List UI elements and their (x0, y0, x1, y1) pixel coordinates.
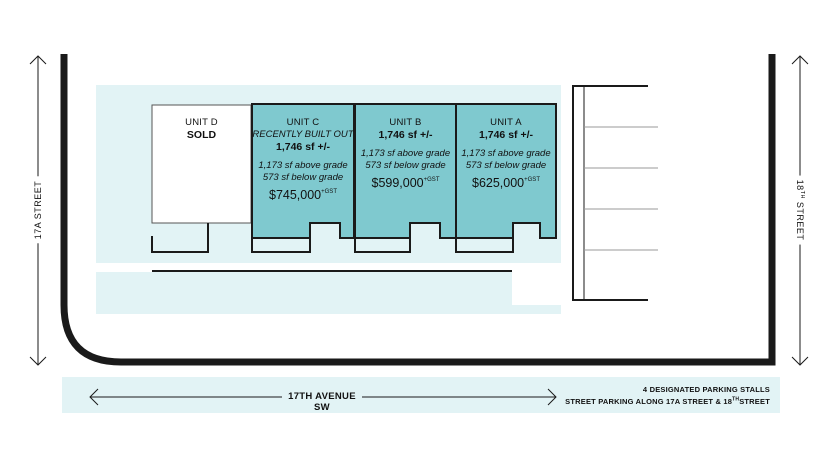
unit-d-building (151, 104, 252, 224)
avenue-band (62, 377, 780, 413)
unit-d-footing (151, 223, 209, 253)
unit-a-footing (455, 238, 514, 253)
unit-a-above-grade: 1,173 sf above grade (461, 148, 551, 159)
avenue-label: 17TH AVENUE SW (288, 391, 356, 413)
parking-note: 4 DESIGNATED PARKING STALLS STREET PARKI… (550, 384, 770, 407)
sidewalk-lower (96, 272, 561, 314)
unit-b-footing (354, 238, 411, 253)
unit-a-size: 1,746 sf +/- (479, 128, 533, 141)
unit-a-label: UNIT A 1,746 sf +/- 1,173 sf above grade… (456, 117, 556, 191)
unit-c-above-grade: 1,173 sf above grade (258, 159, 348, 171)
unit-d-label: UNIT D SOLD (152, 117, 251, 142)
unit-a-building (455, 103, 557, 239)
unit-d-status: SOLD (186, 128, 217, 141)
right-street-label: 18TH STREET (795, 175, 805, 245)
unit-c-price: $745,000+GST (269, 187, 337, 202)
left-street-label: 17A STREET (33, 176, 43, 244)
parking-note-line1: 4 DESIGNATED PARKING STALLS (642, 385, 770, 394)
parking-note-line2: STREET PARKING ALONG 17A STREET & 18THST… (565, 396, 770, 406)
avenue-arrow (89, 388, 557, 406)
unit-b-below-grade: 573 sf below grade (365, 159, 446, 171)
unit-c-footing (251, 238, 311, 253)
parking-stalls (572, 85, 658, 301)
lot-cutout (512, 265, 567, 305)
unit-b-size: 1,746 sf +/- (378, 128, 433, 141)
unit-c-note: RECENTLY BUILT OUT (252, 128, 354, 140)
unit-a-below-grade: 573 sf below grade (465, 159, 547, 171)
unit-c-name: UNIT C (286, 117, 320, 128)
unit-a-price: $625,000+GST (472, 175, 540, 190)
unit-a-name: UNIT A (490, 117, 522, 128)
unit-b-name: UNIT B (389, 117, 422, 128)
unit-b-above-grade: 1,173 sf above grade (360, 148, 451, 159)
unit-b-label: UNIT B 1,746 sf +/- 1,173 sf above grade… (355, 117, 456, 191)
unit-b-price: $599,000+GST (371, 175, 440, 190)
unit-c-size: 1,746 sf +/- (276, 140, 330, 153)
unit-d-name: UNIT D (185, 117, 218, 128)
unit-c-label: UNIT C RECENTLY BUILT OUT 1,746 sf +/- 1… (252, 117, 354, 203)
unit-c-below-grade: 573 sf below grade (262, 171, 344, 183)
road-curb (60, 54, 776, 366)
